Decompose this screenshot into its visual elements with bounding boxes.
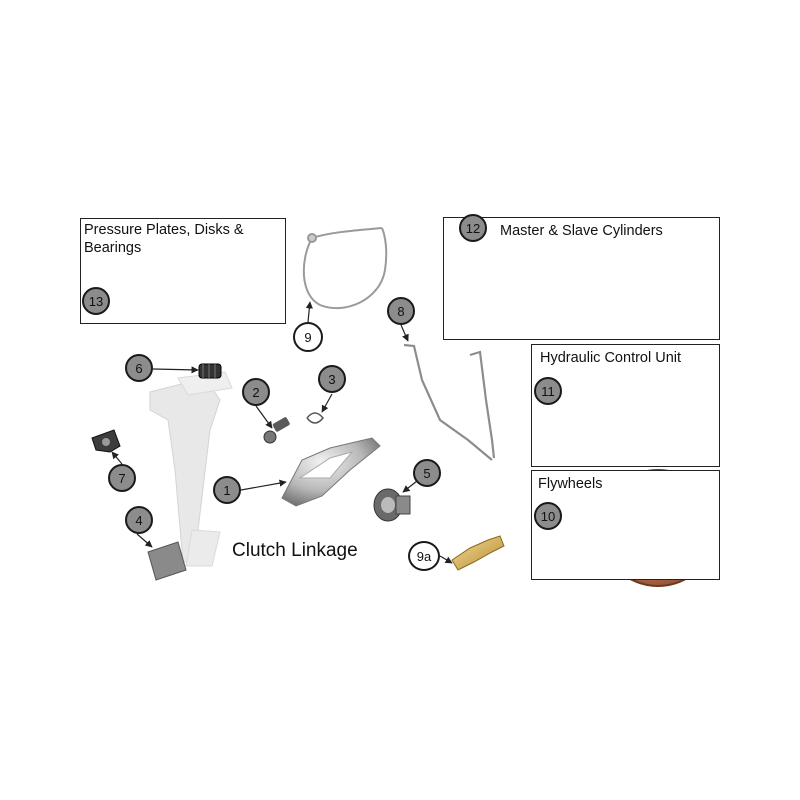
hydraulic-line-image[interactable] bbox=[403, 343, 496, 461]
master-slave-title: Master & Slave Cylinders bbox=[500, 223, 663, 239]
retaining-clip-image[interactable] bbox=[306, 412, 324, 424]
callout-3[interactable]: 3 bbox=[318, 365, 346, 393]
pressure-plates-panel[interactable] bbox=[80, 218, 286, 324]
flywheels-title: Flywheels bbox=[538, 476, 603, 492]
callout-6[interactable]: 6 bbox=[125, 354, 153, 382]
callout-4[interactable]: 4 bbox=[125, 506, 153, 534]
callout-12[interactable]: 12 bbox=[459, 214, 487, 242]
callout-9a[interactable]: 9a bbox=[408, 541, 440, 571]
callout-13[interactable]: 13 bbox=[82, 287, 110, 315]
callout-9[interactable]: 9 bbox=[293, 322, 323, 352]
pressure-plates-title-line2: Bearings bbox=[84, 240, 142, 256]
pressure-plates-title-line1: Pressure Plates, Disks & bbox=[84, 222, 244, 238]
bleeder-fitting-image[interactable] bbox=[451, 535, 505, 571]
clutch-pedal-image[interactable] bbox=[149, 371, 233, 567]
flywheels-panel[interactable] bbox=[531, 470, 720, 580]
release-fork-image[interactable] bbox=[281, 437, 381, 507]
callout-5[interactable]: 5 bbox=[413, 459, 441, 487]
callout-2[interactable]: 2 bbox=[242, 378, 270, 406]
callout-10[interactable]: 10 bbox=[534, 502, 562, 530]
pedal-pad-image[interactable] bbox=[147, 541, 187, 581]
clutch-hose-image[interactable] bbox=[302, 227, 388, 310]
pedal-bumper-image[interactable] bbox=[91, 429, 121, 453]
hydraulic-control-panel[interactable] bbox=[531, 344, 720, 467]
callout-7[interactable]: 7 bbox=[108, 464, 136, 492]
callout-11[interactable]: 11 bbox=[534, 377, 562, 405]
callout-1[interactable]: 1 bbox=[213, 476, 241, 504]
bushing-image[interactable] bbox=[198, 363, 222, 379]
callout-8[interactable]: 8 bbox=[387, 297, 415, 325]
master-slave-panel[interactable] bbox=[443, 217, 720, 340]
pivot-bolt-image[interactable] bbox=[263, 417, 290, 444]
diagram-title: Clutch Linkage bbox=[232, 540, 358, 561]
hydraulic-control-title: Hydraulic Control Unit bbox=[540, 350, 682, 366]
release-bearing-image[interactable] bbox=[373, 488, 411, 522]
